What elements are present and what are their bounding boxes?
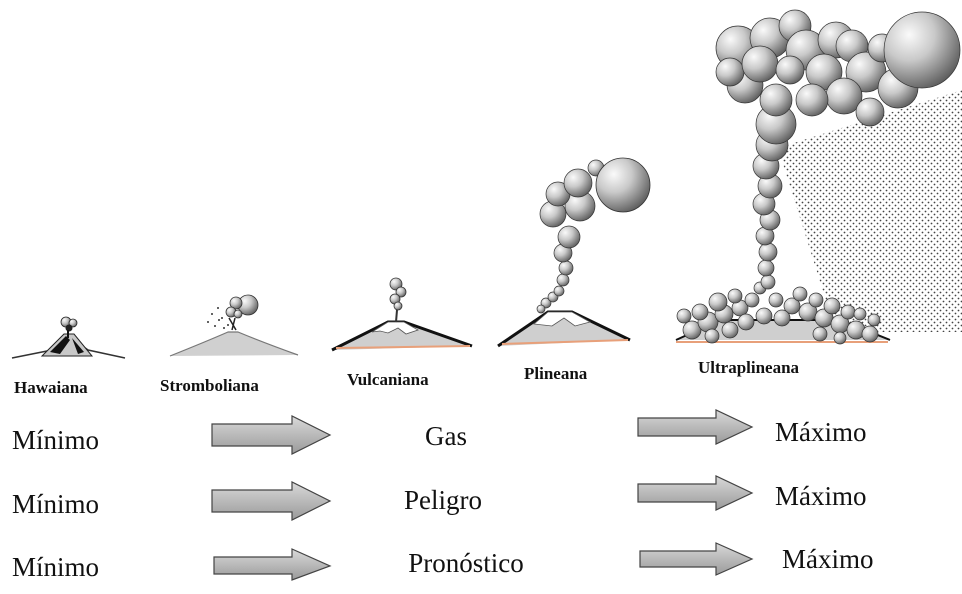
min-label: Mínimo [12, 425, 99, 456]
volcano-hawaiana [12, 317, 125, 358]
volcano-plineana [498, 158, 650, 346]
scale-row-peligro: Mínimo Peligro Máximo [0, 481, 962, 531]
min-label: Mínimo [12, 552, 99, 583]
min-label: Mínimo [12, 489, 99, 520]
factor-label: Gas [346, 421, 546, 452]
volcano-ultraplineana [676, 10, 962, 344]
scale-row-gas: Mínimo Gas Máximo [0, 417, 962, 467]
factor-label: Pronóstico [366, 548, 566, 579]
max-label: Máximo [782, 544, 874, 575]
label-vulcaniana: Vulcaniana [347, 370, 429, 390]
label-plineana: Plineana [524, 364, 587, 384]
label-stromboliana: Stromboliana [160, 376, 259, 396]
volcano-vulcaniana [332, 278, 472, 350]
factor-label: Peligro [343, 485, 543, 516]
volcano-stromboliana [170, 295, 298, 356]
label-hawaiana: Hawaiana [14, 378, 88, 398]
label-ultraplineana: Ultraplineana [698, 358, 799, 378]
scale-row-pronostico: Mínimo Pronóstico Máximo [0, 544, 962, 594]
max-label: Máximo [775, 481, 867, 512]
max-label: Máximo [775, 417, 867, 448]
